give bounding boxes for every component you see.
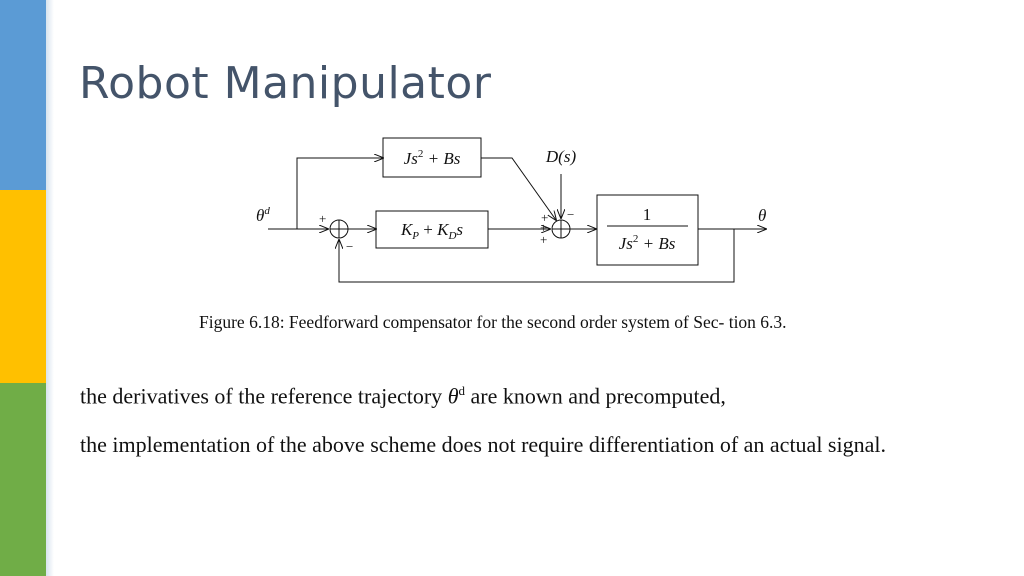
body-line-2: the implementation of the above scheme d… [80, 432, 886, 457]
feedback-path [339, 229, 735, 283]
sum2-plus-sign-bottom: + [540, 232, 547, 247]
sum2-minus-sign: − [567, 207, 574, 222]
feedforward-block [382, 137, 482, 178]
body-line-1: the derivatives of the reference traject… [80, 383, 726, 409]
accent-sidebar [0, 0, 54, 576]
sidebar-yellow-segment [0, 190, 46, 383]
sidebar-shadow [46, 0, 54, 576]
plant-numerator: 1 [643, 205, 652, 224]
body-line-1-end: are known and precomputed, [465, 383, 726, 409]
sidebar-green-segment [0, 383, 46, 576]
feedforward-to-sum [481, 157, 556, 220]
pd-controller-block [375, 210, 489, 249]
plant-block [596, 194, 699, 266]
feedforward-branch [296, 158, 383, 229]
feedforward-block-label: Js2 + Bs [404, 148, 461, 168]
plant-denominator: Js2 + Bs [619, 233, 676, 253]
theta-symbol: θ [447, 383, 459, 409]
sum2-plus-sign-left: + [540, 220, 547, 235]
sum1-minus-sign: − [346, 239, 353, 254]
block-diagram: Js2 + Bs KP + KDs 1 Js2 + Bs D(s) θd θ +… [256, 137, 800, 283]
sum2-plus-sign-top: + [541, 210, 548, 225]
theta-superscript: d [458, 383, 466, 398]
disturbance-label: D(s) [545, 147, 577, 166]
output-label: θ [758, 206, 766, 225]
input-label: θd [256, 205, 270, 225]
body-line-1-start: the derivatives of the reference traject… [80, 383, 448, 409]
sum1-plus-sign: + [319, 211, 326, 226]
slide-title: Robot Manipulator [79, 58, 492, 109]
pd-block-label: KP + KDs [400, 220, 463, 242]
figure-caption: Figure 6.18: Feedforward compensator for… [199, 312, 787, 332]
sidebar-blue-segment [0, 0, 46, 190]
